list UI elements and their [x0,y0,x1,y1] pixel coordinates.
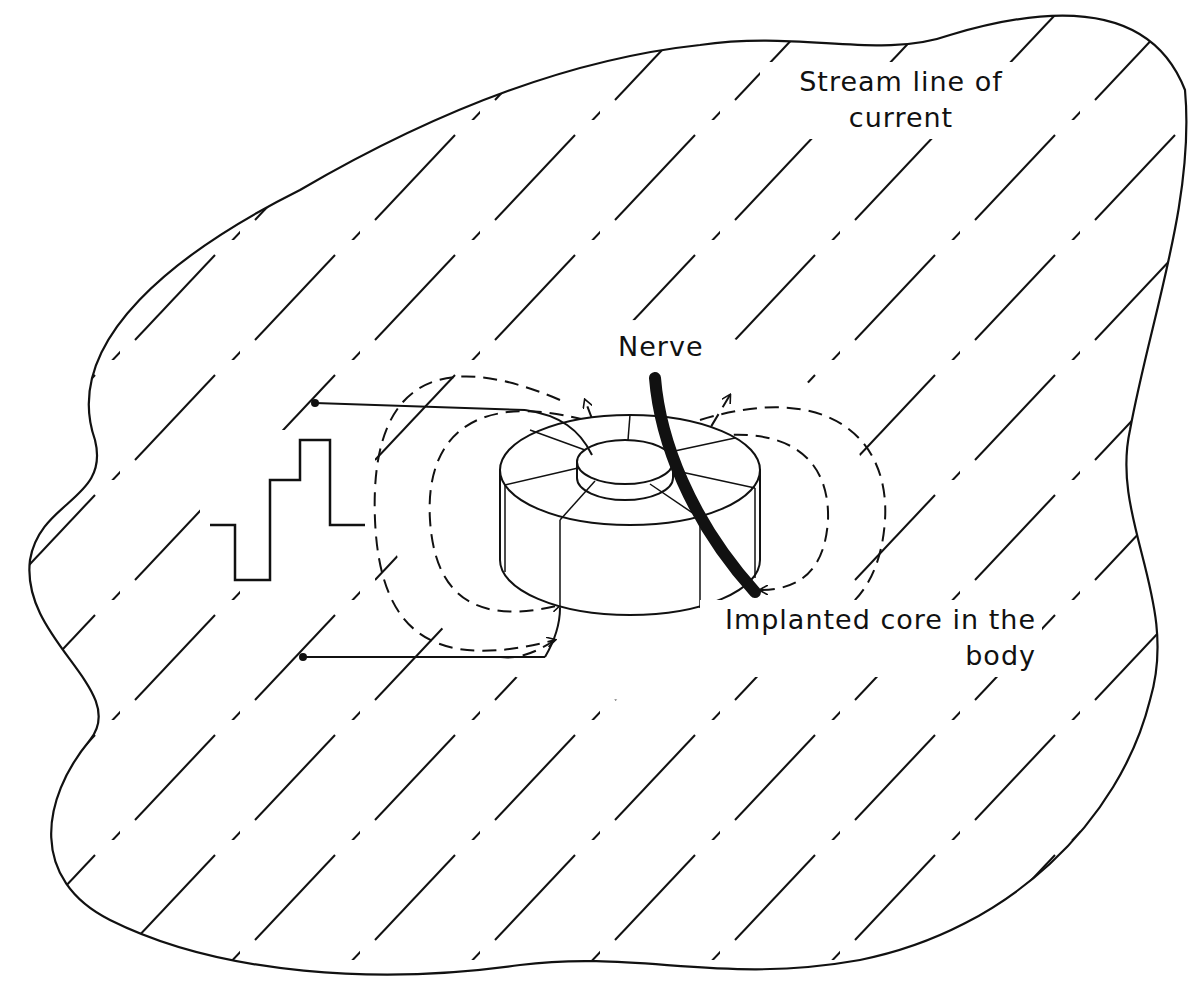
terminal-dot [311,399,319,407]
pulse-waveform [210,440,365,580]
core-label: Implanted core in the body [700,600,1042,677]
streamline-label: Stream line of current [760,62,1042,139]
lead-wire [303,403,592,657]
terminal-dot [299,653,307,661]
nerve-fiber [655,378,755,592]
body-outline [29,15,1186,974]
nerve-label: Nerve [612,327,710,367]
toroid-core [500,415,760,615]
